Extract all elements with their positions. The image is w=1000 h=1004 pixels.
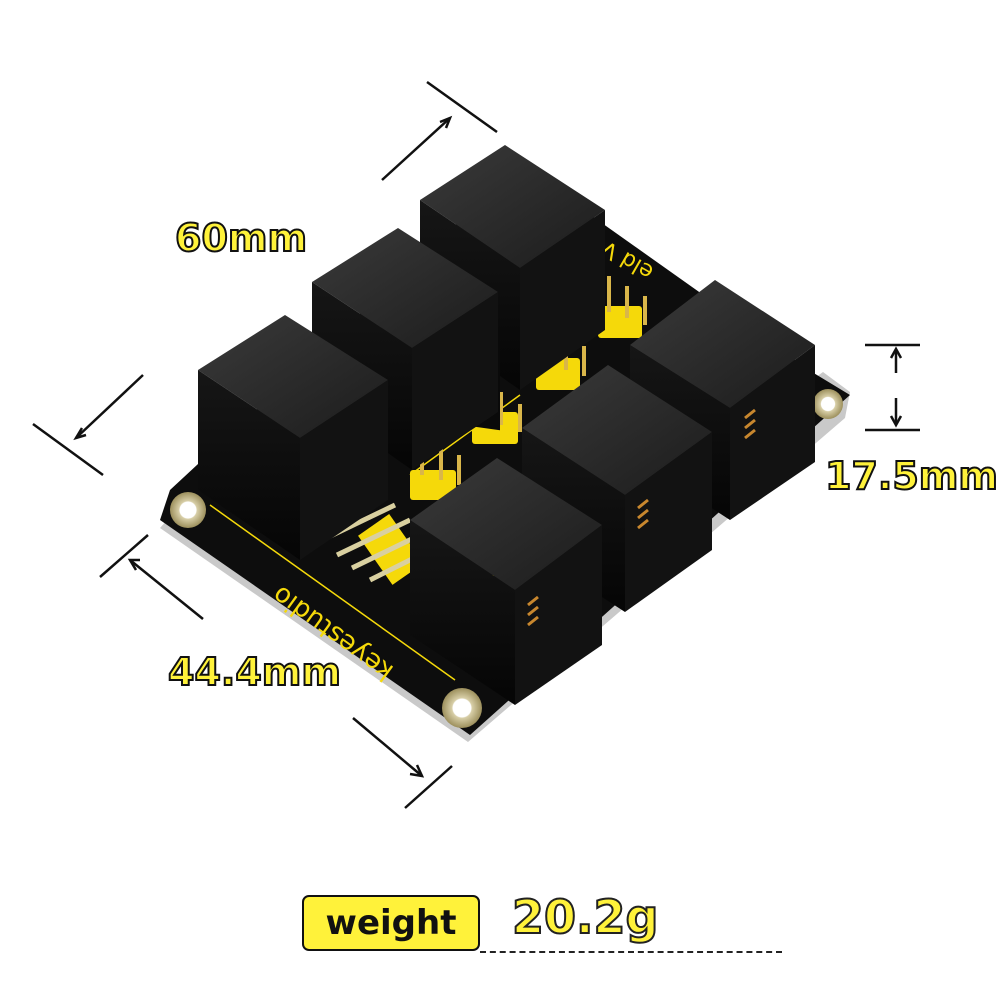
- mounting-hole-left: [170, 492, 206, 528]
- mounting-hole-bottom: [442, 688, 482, 728]
- width-label: 44.4mm: [167, 649, 342, 695]
- height-label: 17.5mm: [824, 453, 999, 499]
- weight-value: 20.2g: [511, 889, 659, 945]
- height-dimension-lines: [865, 343, 920, 432]
- length-label: 60mm: [174, 215, 308, 261]
- weight-label-box: weight: [302, 895, 480, 951]
- mounting-hole-right: [813, 389, 843, 419]
- weight-label: weight: [325, 903, 457, 943]
- rj11-jack-3: [198, 315, 388, 560]
- width-dimension-lines: [99, 534, 453, 809]
- weight-underline: [480, 951, 782, 953]
- rj11-jack-6: [410, 458, 602, 705]
- length-dimension-lines: [32, 80, 498, 477]
